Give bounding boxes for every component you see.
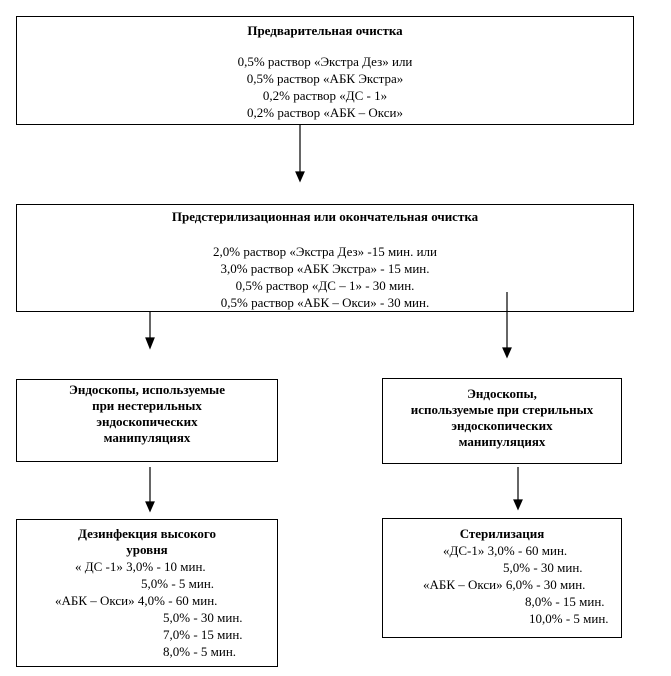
pre-cleaning-box: Предварительная очистка 0,5% раствор «Эк… bbox=[16, 16, 634, 125]
arrow-head bbox=[145, 501, 155, 513]
disinfection-line: « ДС -1» 3,0% - 10 мин. bbox=[75, 559, 206, 574]
disinfection-line: «АБК – Окси» 4,0% - 60 мин. bbox=[55, 593, 218, 608]
sterile-title-line: Эндоскопы, bbox=[467, 386, 537, 401]
sterilization-line: «ДС-1» 3,0% - 60 мин. bbox=[443, 543, 568, 558]
sterilization-line: 10,0% - 5 мин. bbox=[529, 611, 609, 626]
arrow-head bbox=[502, 347, 512, 359]
sterilization-line: 8,0% - 15 мин. bbox=[525, 594, 605, 609]
final-cleaning-line: 0,5% раствор «ДС – 1» - 30 мин. bbox=[235, 278, 415, 293]
sterile-title-line: используемые при стерильных bbox=[410, 402, 594, 417]
nonsterile-title-line: манипуляциях bbox=[103, 430, 191, 445]
disinfection-title-line: Дезинфекция высокого bbox=[78, 526, 216, 541]
nonsterile-title-line: Эндоскопы, используемые bbox=[69, 382, 225, 397]
final-cleaning-title: Предстерилизационная или окончательная о… bbox=[171, 209, 479, 224]
arrow-head bbox=[513, 499, 523, 511]
arrow-head bbox=[295, 171, 305, 183]
disinfection-line: 7,0% - 15 мин. bbox=[163, 627, 243, 642]
nonsterile-endoscopes-box: Эндоскопы, используемые при нестерильных… bbox=[16, 379, 278, 462]
disinfection-line: 5,0% - 30 мин. bbox=[163, 610, 243, 625]
sterilization-box: Стерилизация «ДС-1» 3,0% - 60 мин. 5,0% … bbox=[382, 518, 622, 638]
disinfection-line: 8,0% - 5 мин. bbox=[163, 644, 237, 659]
pre-cleaning-line: 0,5% раствор «АБК Экстра» bbox=[246, 71, 404, 86]
sterilization-title: Стерилизация bbox=[459, 526, 545, 541]
pre-cleaning-line: 0,2% раствор «АБК – Окси» bbox=[247, 105, 403, 120]
final-cleaning-line: 2,0% раствор «Экстра Дез» -15 мин. или bbox=[212, 244, 437, 259]
pre-cleaning-line: 0,5% раствор «Экстра Дез» или bbox=[237, 54, 413, 69]
sterile-endoscopes-box: Эндоскопы, используемые при стерильных э… bbox=[382, 378, 622, 464]
sterile-title-line: эндоскопических bbox=[451, 418, 553, 433]
final-cleaning-line: 3,0% раствор «АБК Экстра» - 15 мин. bbox=[220, 261, 430, 276]
pre-cleaning-title: Предварительная очистка bbox=[247, 23, 403, 38]
nonsterile-title-line: при нестерильных bbox=[92, 398, 202, 413]
sterile-title-line: манипуляциях bbox=[458, 434, 546, 449]
sterilization-line: «АБК – Окси» 6,0% - 30 мин. bbox=[423, 577, 586, 592]
disinfection-line: 5,0% - 5 мин. bbox=[141, 576, 215, 591]
final-cleaning-box: Предстерилизационная или окончательная о… bbox=[16, 204, 634, 312]
nonsterile-title-line: эндоскопических bbox=[96, 414, 198, 429]
final-cleaning-line: 0,5% раствор «АБК – Окси» - 30 мин. bbox=[220, 295, 430, 310]
sterilization-line: 5,0% - 30 мин. bbox=[503, 560, 583, 575]
arrow-head bbox=[145, 337, 155, 350]
disinfection-title-line: уровня bbox=[126, 542, 168, 557]
pre-cleaning-line: 0,2% раствор «ДС - 1» bbox=[262, 88, 388, 103]
disinfection-box: Дезинфекция высокого уровня « ДС -1» 3,0… bbox=[16, 519, 278, 667]
